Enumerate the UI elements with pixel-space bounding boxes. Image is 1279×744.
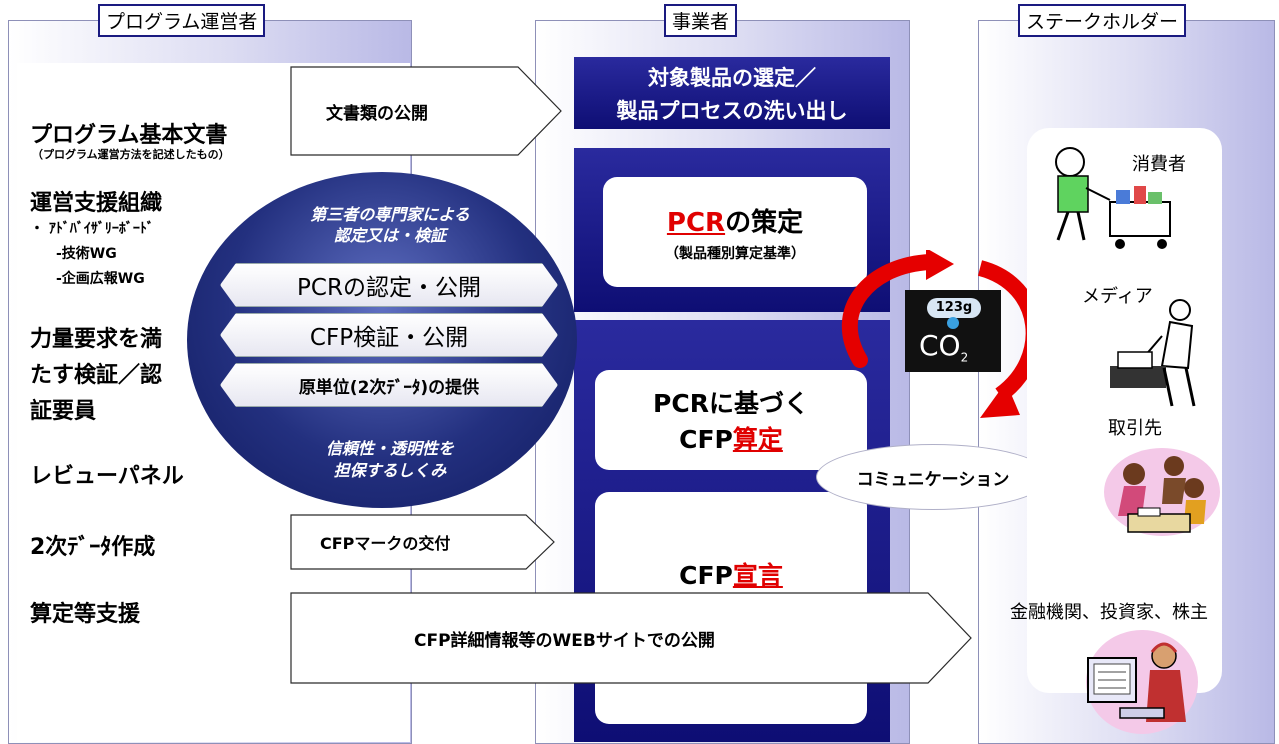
media-typewriter-icon [1110,299,1196,407]
co2-weight-tag: 123g [927,298,981,318]
select-product-line1: 対象製品の選定／ [648,66,816,90]
stakeholder-panel [1027,128,1222,693]
circle-top-line1: 第三者の専門家による [310,205,470,224]
finance-operator-icon [1086,630,1198,734]
pcr-cert-label: PCRの認定・公開 [297,275,481,301]
pcr-subtitle: （製品種別算定基準） [665,245,805,262]
co2-label: CO2 [919,328,989,365]
cfp-declare-highlight: 宣言 [732,561,783,590]
verifier-label-1: 力量要求を満 [30,327,163,352]
review-panel-label: レビューパネル [30,464,184,489]
basic-doc-label: プログラム基本文書 [30,123,228,148]
co2-text: CO [919,329,961,362]
doc-publish-arrow-shape [290,66,562,156]
stakeholder-column-header: ステークホルダー [1018,4,1187,37]
consumer-shopping-icon [1055,147,1171,249]
consumer-label: 消費者 [1132,154,1186,175]
pcr-card: PCRの策定 （製品種別算定基準） [603,177,867,287]
web-publish-arrow: CFP詳細情報等のWEBサイトでの公開 [290,592,972,684]
operator-column-header: プログラム運営者 [98,4,266,37]
cfp-mark-label: CFPマークの交付 [320,534,451,553]
cfp-declare-cfp: CFP [679,561,733,590]
partner-meeting-icon [1104,448,1220,536]
advisory-board-label: ・ ｱﾄﾞﾊﾞｲｻﾞﾘｰﾎﾞｰﾄﾞ [30,221,154,237]
web-publish-label: CFP詳細情報等のWEBサイトでの公開 [414,630,715,651]
basic-doc-sub: （プログラム運営方法を記述したもの） [32,148,230,161]
calc-support-label: 算定等支援 [30,602,141,627]
co2-knob-icon [947,317,959,329]
cfp-calc-card: PCRに基づく CFP算定 [595,370,867,470]
base-unit-pill: 原単位(2次ﾃﾞｰﾀ)の提供 [220,363,558,407]
cfp-verify-label: CFP検証・公開 [309,325,469,351]
cfp-mark-arrow-shape [290,514,555,570]
pcr-cert-pill: PCRの認定・公開 [220,263,558,307]
web-publish-arrow-shape [290,592,972,684]
cfp-mark-arrow: CFPマークの交付 [290,514,555,570]
communication-ellipse: コミュニケーション [816,444,1050,510]
cfp-calc-highlight: 算定 [732,425,783,454]
communication-label: コミュニケーション [856,469,1010,490]
support-org-label: 運営支援組織 [30,191,163,216]
business-column-header: 事業者 [664,4,738,37]
media-label: メディア [1082,286,1153,307]
partner-label: 取引先 [1108,418,1162,439]
secondary-data-label: 2次ﾃﾞｰﾀ作成 [30,535,156,560]
select-product-box [574,57,890,129]
circle-bottom-line1: 信頼性・透明性を [325,439,454,458]
pcr-title-rest: の策定 [725,207,804,238]
doc-publish-label: 文書類の公開 [326,103,428,124]
cfp-verify-pill: CFP検証・公開 [220,313,558,357]
verifier-label-3: 証要員 [30,399,97,424]
select-product-line2: 製品プロセスの洗い出し [616,99,848,123]
cfp-calc-line1: PCRに基づく [653,389,809,418]
wg-pr-label: -企画広報WG [56,271,145,287]
co2-subscript: 2 [960,350,969,365]
base-unit-label: 原単位(2次ﾃﾞｰﾀ)の提供 [298,377,480,398]
wg-tech-label: -技術WG [56,246,117,262]
finance-label: 金融機関、投資家、株主 [1010,602,1208,623]
co2-badge: 123g CO2 [905,290,1001,372]
circle-top-line2: 認定又は・検証 [333,226,446,245]
doc-publish-arrow: 文書類の公開 [290,66,562,156]
circle-bottom-line2: 担保するしくみ [333,461,447,480]
verifier-label-2: たす検証／認 [30,363,163,388]
cfp-calc-cfp: CFP [679,425,733,454]
pcr-highlight: PCR [666,207,726,238]
